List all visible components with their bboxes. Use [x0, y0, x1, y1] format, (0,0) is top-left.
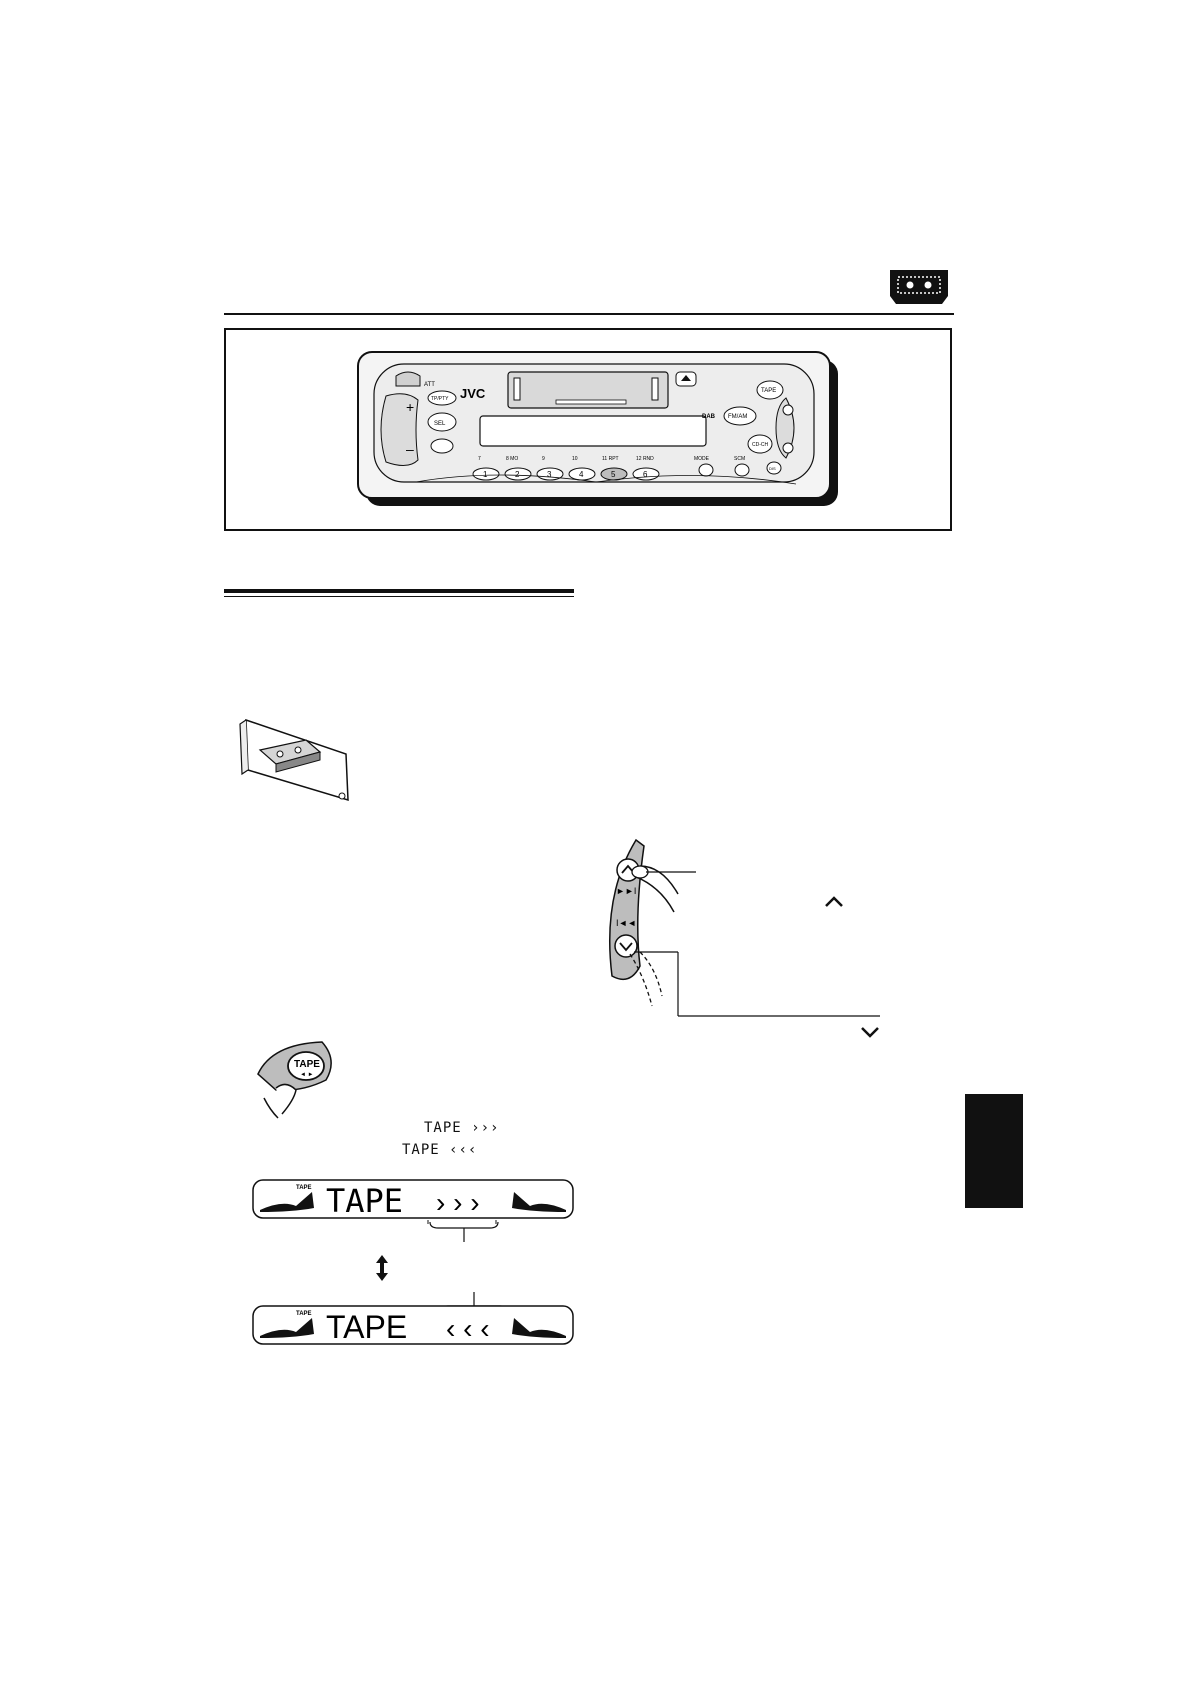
scm-button[interactable] — [734, 463, 750, 477]
up-chevron-icon — [825, 896, 843, 907]
svg-text:12 RND: 12 RND — [636, 456, 654, 462]
mode-button[interactable] — [698, 463, 714, 477]
sel-button[interactable] — [427, 412, 457, 432]
forward-bracket — [429, 1221, 499, 1242]
svg-text:4: 4 — [579, 470, 584, 479]
toggle-arrow-icon — [376, 1255, 388, 1281]
up-arrow-icon — [782, 404, 794, 416]
svg-text:MODE: MODE — [694, 456, 710, 462]
svg-text:8 MO: 8 MO — [506, 456, 518, 462]
svg-text:1: 1 — [483, 470, 488, 479]
cassette-insertion-illustration — [239, 718, 349, 802]
section-rule-thick — [224, 589, 574, 593]
track-skip-illustration: ►►I I◄◄ — [609, 838, 880, 1038]
header-rule — [224, 313, 954, 315]
svg-text:TAPE: TAPE — [294, 1059, 320, 1070]
svg-text:3: 3 — [547, 470, 552, 479]
right-level-icon — [512, 1192, 566, 1212]
volume-plus-icon: + — [406, 399, 414, 415]
dis-button[interactable] — [766, 461, 782, 475]
preset-buttons: 1 2 3 4 5 6 — [472, 467, 660, 481]
svg-text:7: 7 — [478, 456, 481, 462]
svg-text:TAPE: TAPE — [326, 1182, 403, 1220]
control-panel-frame — [224, 328, 952, 531]
tape-direction-icon: ◄ ► — [300, 1072, 314, 1078]
language-tab — [965, 1094, 1023, 1208]
preset-button-2[interactable] — [504, 467, 532, 481]
left-level-icon — [260, 1192, 314, 1212]
tape-button-panel[interactable] — [756, 380, 784, 400]
svg-text:SEL: SEL — [434, 421, 446, 427]
tape-button-illustration: TAPE ◄ ► — [257, 1041, 332, 1119]
tape-button[interactable] — [287, 1051, 325, 1081]
forward-arrows: › › › — [436, 1187, 480, 1218]
svg-text:10: 10 — [572, 456, 578, 462]
display-sample-reverse: TAPE ‹‹‹ — [402, 1142, 478, 1158]
lcd-display-reverse: TAPE TAPE ‹ ‹ ‹ — [252, 1305, 574, 1345]
left-level-icon — [260, 1318, 314, 1338]
lcd-display-forward: TAPE TAPE › › › — [252, 1179, 574, 1224]
svg-text:6: 6 — [643, 470, 648, 479]
reverse-arrows: ‹ ‹ ‹ — [446, 1313, 490, 1344]
section-rule-thin — [224, 596, 574, 597]
svg-text:TAPE: TAPE — [761, 388, 776, 394]
svg-text:TAPE: TAPE — [296, 1185, 312, 1191]
right-level-icon — [512, 1318, 566, 1338]
volume-minus-icon: – — [406, 441, 414, 457]
svg-text:CD-CH: CD-CH — [752, 442, 768, 448]
preset-button-1[interactable] — [472, 467, 500, 481]
svg-text:11 RPT: 11 RPT — [602, 456, 619, 462]
power-button[interactable] — [395, 371, 421, 387]
down-chevron-icon — [861, 1027, 879, 1038]
ssm-button[interactable] — [430, 438, 454, 454]
svg-text:DAB: DAB — [702, 414, 716, 420]
down-arrow-icon — [782, 442, 794, 454]
control-panel-illustration: JVC ATT + – TP/PTY SEL DAB FM/AM TAPE CD… — [357, 351, 838, 506]
svg-text:SCM: SCM — [734, 456, 745, 462]
tp-pty-button[interactable] — [427, 390, 457, 406]
svg-text:9: 9 — [542, 456, 545, 462]
svg-text:5: 5 — [611, 470, 616, 479]
display-sample-forward: TAPE ››› — [424, 1120, 500, 1136]
fm-am-button[interactable] — [723, 406, 757, 426]
forward-skip-icon: ►►I — [616, 886, 636, 896]
cd-ch-button[interactable] — [747, 434, 773, 454]
back-skip-icon: I◄◄ — [616, 918, 636, 928]
svg-text:2: 2 — [515, 470, 520, 479]
svg-text:DIS: DIS — [769, 466, 776, 471]
down-button[interactable] — [614, 934, 638, 958]
cassette-icon — [890, 270, 948, 304]
svg-text:TAPE: TAPE — [326, 1309, 407, 1345]
att-label: ATT — [424, 382, 435, 388]
brand-logo: JVC — [460, 386, 486, 401]
svg-text:FM/AM: FM/AM — [728, 414, 747, 420]
volume-control[interactable] — [380, 393, 419, 466]
svg-text:TP/PTY: TP/PTY — [431, 396, 449, 402]
eject-icon — [681, 375, 691, 381]
svg-text:TAPE: TAPE — [296, 1311, 312, 1317]
preset-button-3[interactable] — [536, 467, 564, 481]
